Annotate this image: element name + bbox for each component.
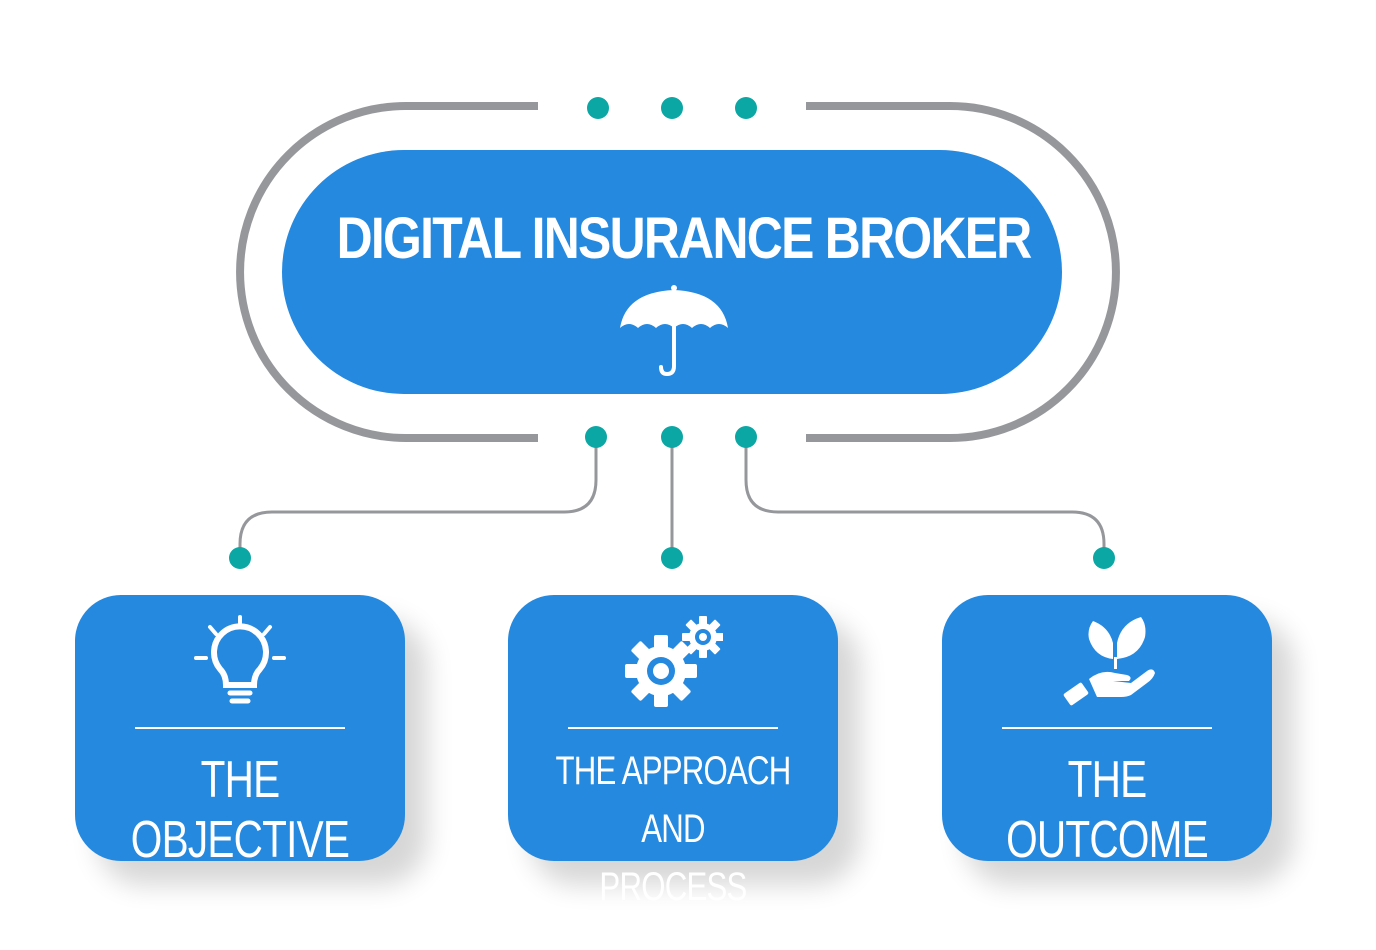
end-dot-2 (661, 547, 683, 569)
connector-right (744, 437, 1106, 558)
card-outcome: THE OUTCOME (942, 595, 1272, 869)
diagram-title: DIGITAL INSURANCE BROKER (336, 206, 1033, 271)
end-dot-3 (1093, 547, 1115, 569)
card-divider (568, 727, 778, 729)
card-label-line-1: THE APPROACH AND (555, 749, 791, 851)
card-divider (135, 727, 345, 729)
card-divider (1002, 727, 1212, 729)
mid-dot-2 (661, 426, 683, 448)
top-dot-2 (661, 97, 683, 119)
hand-leaf-icon (1063, 617, 1155, 706)
top-dot-1 (587, 97, 609, 119)
umbrella-icon (620, 285, 728, 377)
frame-left (236, 102, 538, 442)
card-label: THE OBJECTIVE (130, 751, 350, 869)
top-dot-3 (735, 97, 757, 119)
mid-dot-1 (585, 426, 607, 448)
lightbulb-icon (194, 615, 286, 704)
frame-right (806, 102, 1120, 442)
card-label-line-2: PROCESS (599, 865, 747, 909)
mid-dot-3 (735, 426, 757, 448)
card-objective: THE OBJECTIVE (75, 595, 405, 869)
card-approach: THE APPROACH AND PROCESS (508, 595, 838, 909)
gears-icon (625, 616, 723, 707)
connector-left (238, 437, 598, 558)
card-label: THE OUTCOME (1006, 751, 1209, 869)
end-dot-1 (229, 547, 251, 569)
card-label: THE APPROACH AND PROCESS (544, 742, 801, 916)
